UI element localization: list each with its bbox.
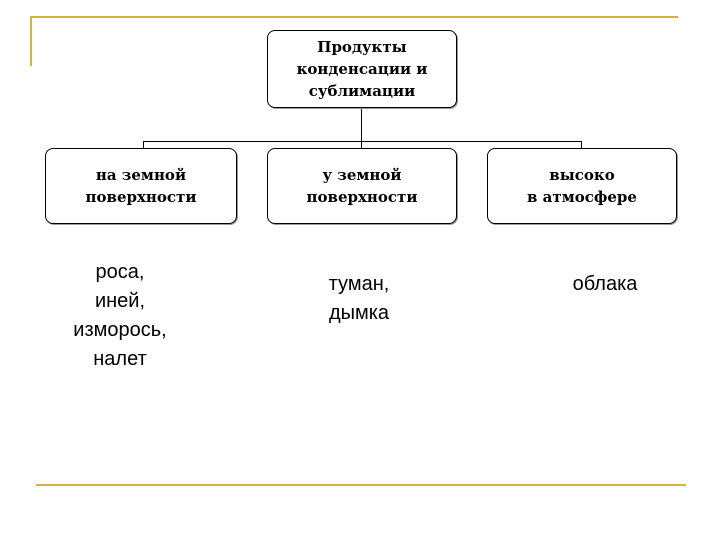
category-node-near-surface: у земной поверхности — [267, 148, 457, 224]
bottom-accent-line — [36, 484, 686, 486]
category-node-atmosphere: высоко в атмосфере — [487, 148, 677, 224]
examples-atmosphere: облака — [572, 273, 638, 295]
examples-surface: роса, иней, изморось, налет — [73, 261, 167, 370]
root-node: Продукты конденсации и сублимации — [267, 30, 457, 108]
branch-connector-right — [581, 141, 582, 149]
horizontal-connector — [143, 141, 581, 142]
root-connector — [361, 108, 362, 145]
examples-near-surface: туман, дымка — [328, 273, 390, 324]
branch-connector-middle — [361, 141, 362, 149]
branch-connector-left — [143, 141, 144, 149]
top-accent-line — [30, 16, 678, 18]
category-node-surface: на земной поверхности — [45, 148, 237, 224]
left-accent-line — [30, 16, 32, 66]
